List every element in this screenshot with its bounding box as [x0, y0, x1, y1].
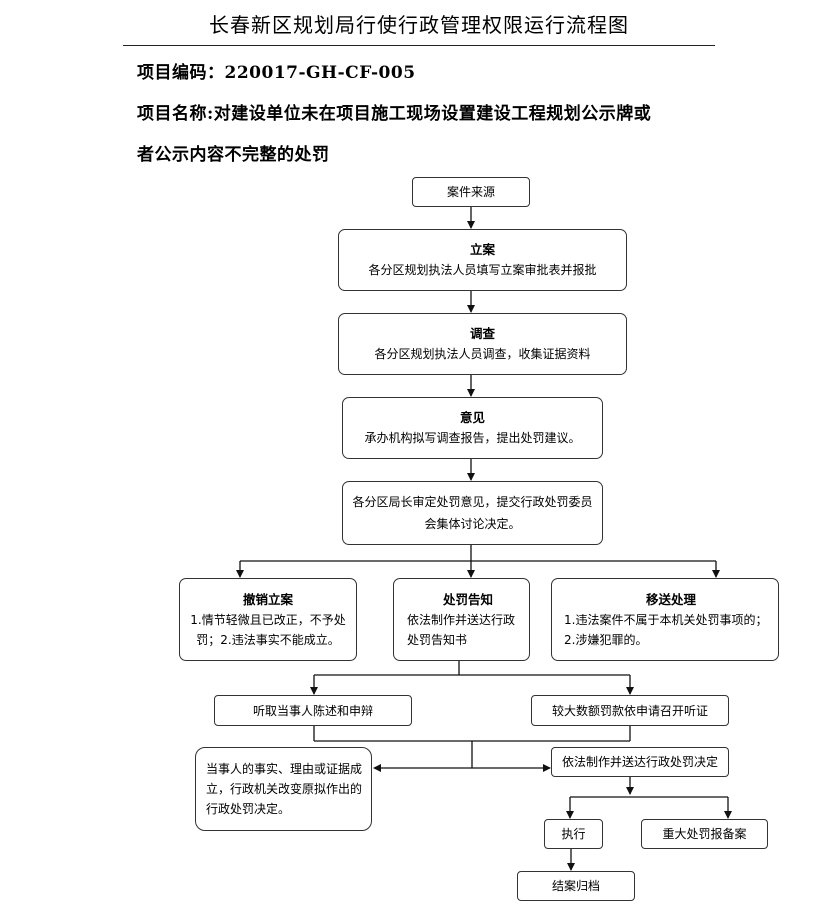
node-filing-major: 重大处罚报备案: [641, 819, 768, 849]
project-name-continued: 者公示内容不完整的处罚: [137, 145, 330, 165]
node-review: 各分区局长审定处罚意见，提交行政处罚委员 会集体讨论决定。: [342, 481, 603, 545]
node-review-line2: 会集体讨论决定。: [424, 517, 521, 531]
node-opinion-heading: 意见: [459, 410, 485, 425]
node-hearing: 较大数额罚款依申请召开听证: [531, 695, 729, 726]
node-filing-major-text: 重大处罚报备案: [662, 827, 747, 841]
project-code-value: 220017-GH-CF-005: [224, 63, 416, 83]
node-hear-statement: 听取当事人陈述和申辩: [214, 695, 412, 726]
node-revoke-line1: 1.情节轻微且已改正，不予处: [190, 612, 346, 627]
node-revoke-line2: 罚；2.违法事实不能成立。: [196, 632, 340, 647]
node-case-source: 案件来源: [412, 177, 530, 207]
node-close: 结案归档: [517, 871, 635, 901]
node-decision: 依法制作并送达行政处罚决定: [551, 747, 729, 777]
node-notice-line1: 依法制作并送达行政: [407, 612, 516, 627]
project-code: 项目编码：220017-GH-CF-005: [137, 58, 416, 83]
node-filing-text: 各分区规划执法人员填写立案审批表并报批: [368, 263, 597, 277]
node-case-source-text: 案件来源: [446, 185, 495, 199]
node-execute-text: 执行: [561, 827, 586, 841]
page-title: 长春新区规划局行使行政管理权限运行流程图: [209, 13, 629, 37]
node-transfer-heading: 移送处理: [645, 591, 696, 607]
node-investigation-heading: 调查: [469, 326, 495, 341]
node-execute: 执行: [544, 819, 603, 849]
node-change-decision-line1: 当事人的事实、理由或证据成: [206, 762, 363, 776]
node-filing: 立案 各分区规划执法人员填写立案审批表并报批: [338, 229, 627, 291]
node-notice: 处罚告知 依法制作并送达行政 处罚告知书: [393, 578, 530, 661]
node-change-decision-line3: 行政处罚决定。: [206, 802, 291, 816]
node-close-text: 结案归档: [551, 879, 600, 893]
node-filing-heading: 立案: [469, 242, 495, 257]
node-investigation-text: 各分区规划执法人员调查，收集证据资料: [374, 347, 591, 361]
node-opinion-text: 承办机构拟写调查报告，提出处罚建议。: [364, 431, 581, 445]
node-hear-statement-text: 听取当事人陈述和申辩: [252, 703, 373, 718]
project-name-line1: 对建设单位未在项目施工现场设置建设工程规划公示牌或: [213, 104, 652, 124]
node-notice-line2: 处罚告知书: [407, 632, 468, 647]
project-code-label: 项目编码：: [137, 63, 225, 83]
node-change-decision-line2: 立，行政机关改变原拟作出的: [206, 782, 363, 796]
node-review-line1: 各分区局长审定处罚意见，提交行政处罚委员: [352, 495, 593, 509]
node-hearing-text: 较大数额罚款依申请召开听证: [551, 703, 708, 718]
node-decision-text: 依法制作并送达行政处罚决定: [561, 755, 718, 769]
node-transfer-line1: 1.违法案件不属于本机关处罚事项的；: [564, 612, 768, 627]
node-change-decision: 当事人的事实、理由或证据成 立，行政机关改变原拟作出的 行政处罚决定。: [195, 747, 372, 831]
project-name-label: 项目名称:: [137, 104, 214, 124]
node-transfer: 移送处理 1.违法案件不属于本机关处罚事项的； 2.涉嫌犯罪的。: [551, 578, 779, 661]
node-notice-heading: 处罚告知: [442, 591, 493, 607]
node-transfer-line2: 2.涉嫌犯罪的。: [564, 632, 648, 647]
node-revoke: 撤销立案 1.情节轻微且已改正，不予处 罚；2.违法事实不能成立。: [179, 578, 357, 661]
project-name: 项目名称:对建设单位未在项目施工现场设置建设工程规划公示牌或: [137, 99, 651, 124]
node-investigation: 调查 各分区规划执法人员调查，收集证据资料: [338, 313, 627, 375]
node-revoke-heading: 撤销立案: [242, 591, 293, 607]
node-opinion: 意见 承办机构拟写调查报告，提出处罚建议。: [342, 397, 603, 459]
title-divider: [123, 45, 715, 46]
